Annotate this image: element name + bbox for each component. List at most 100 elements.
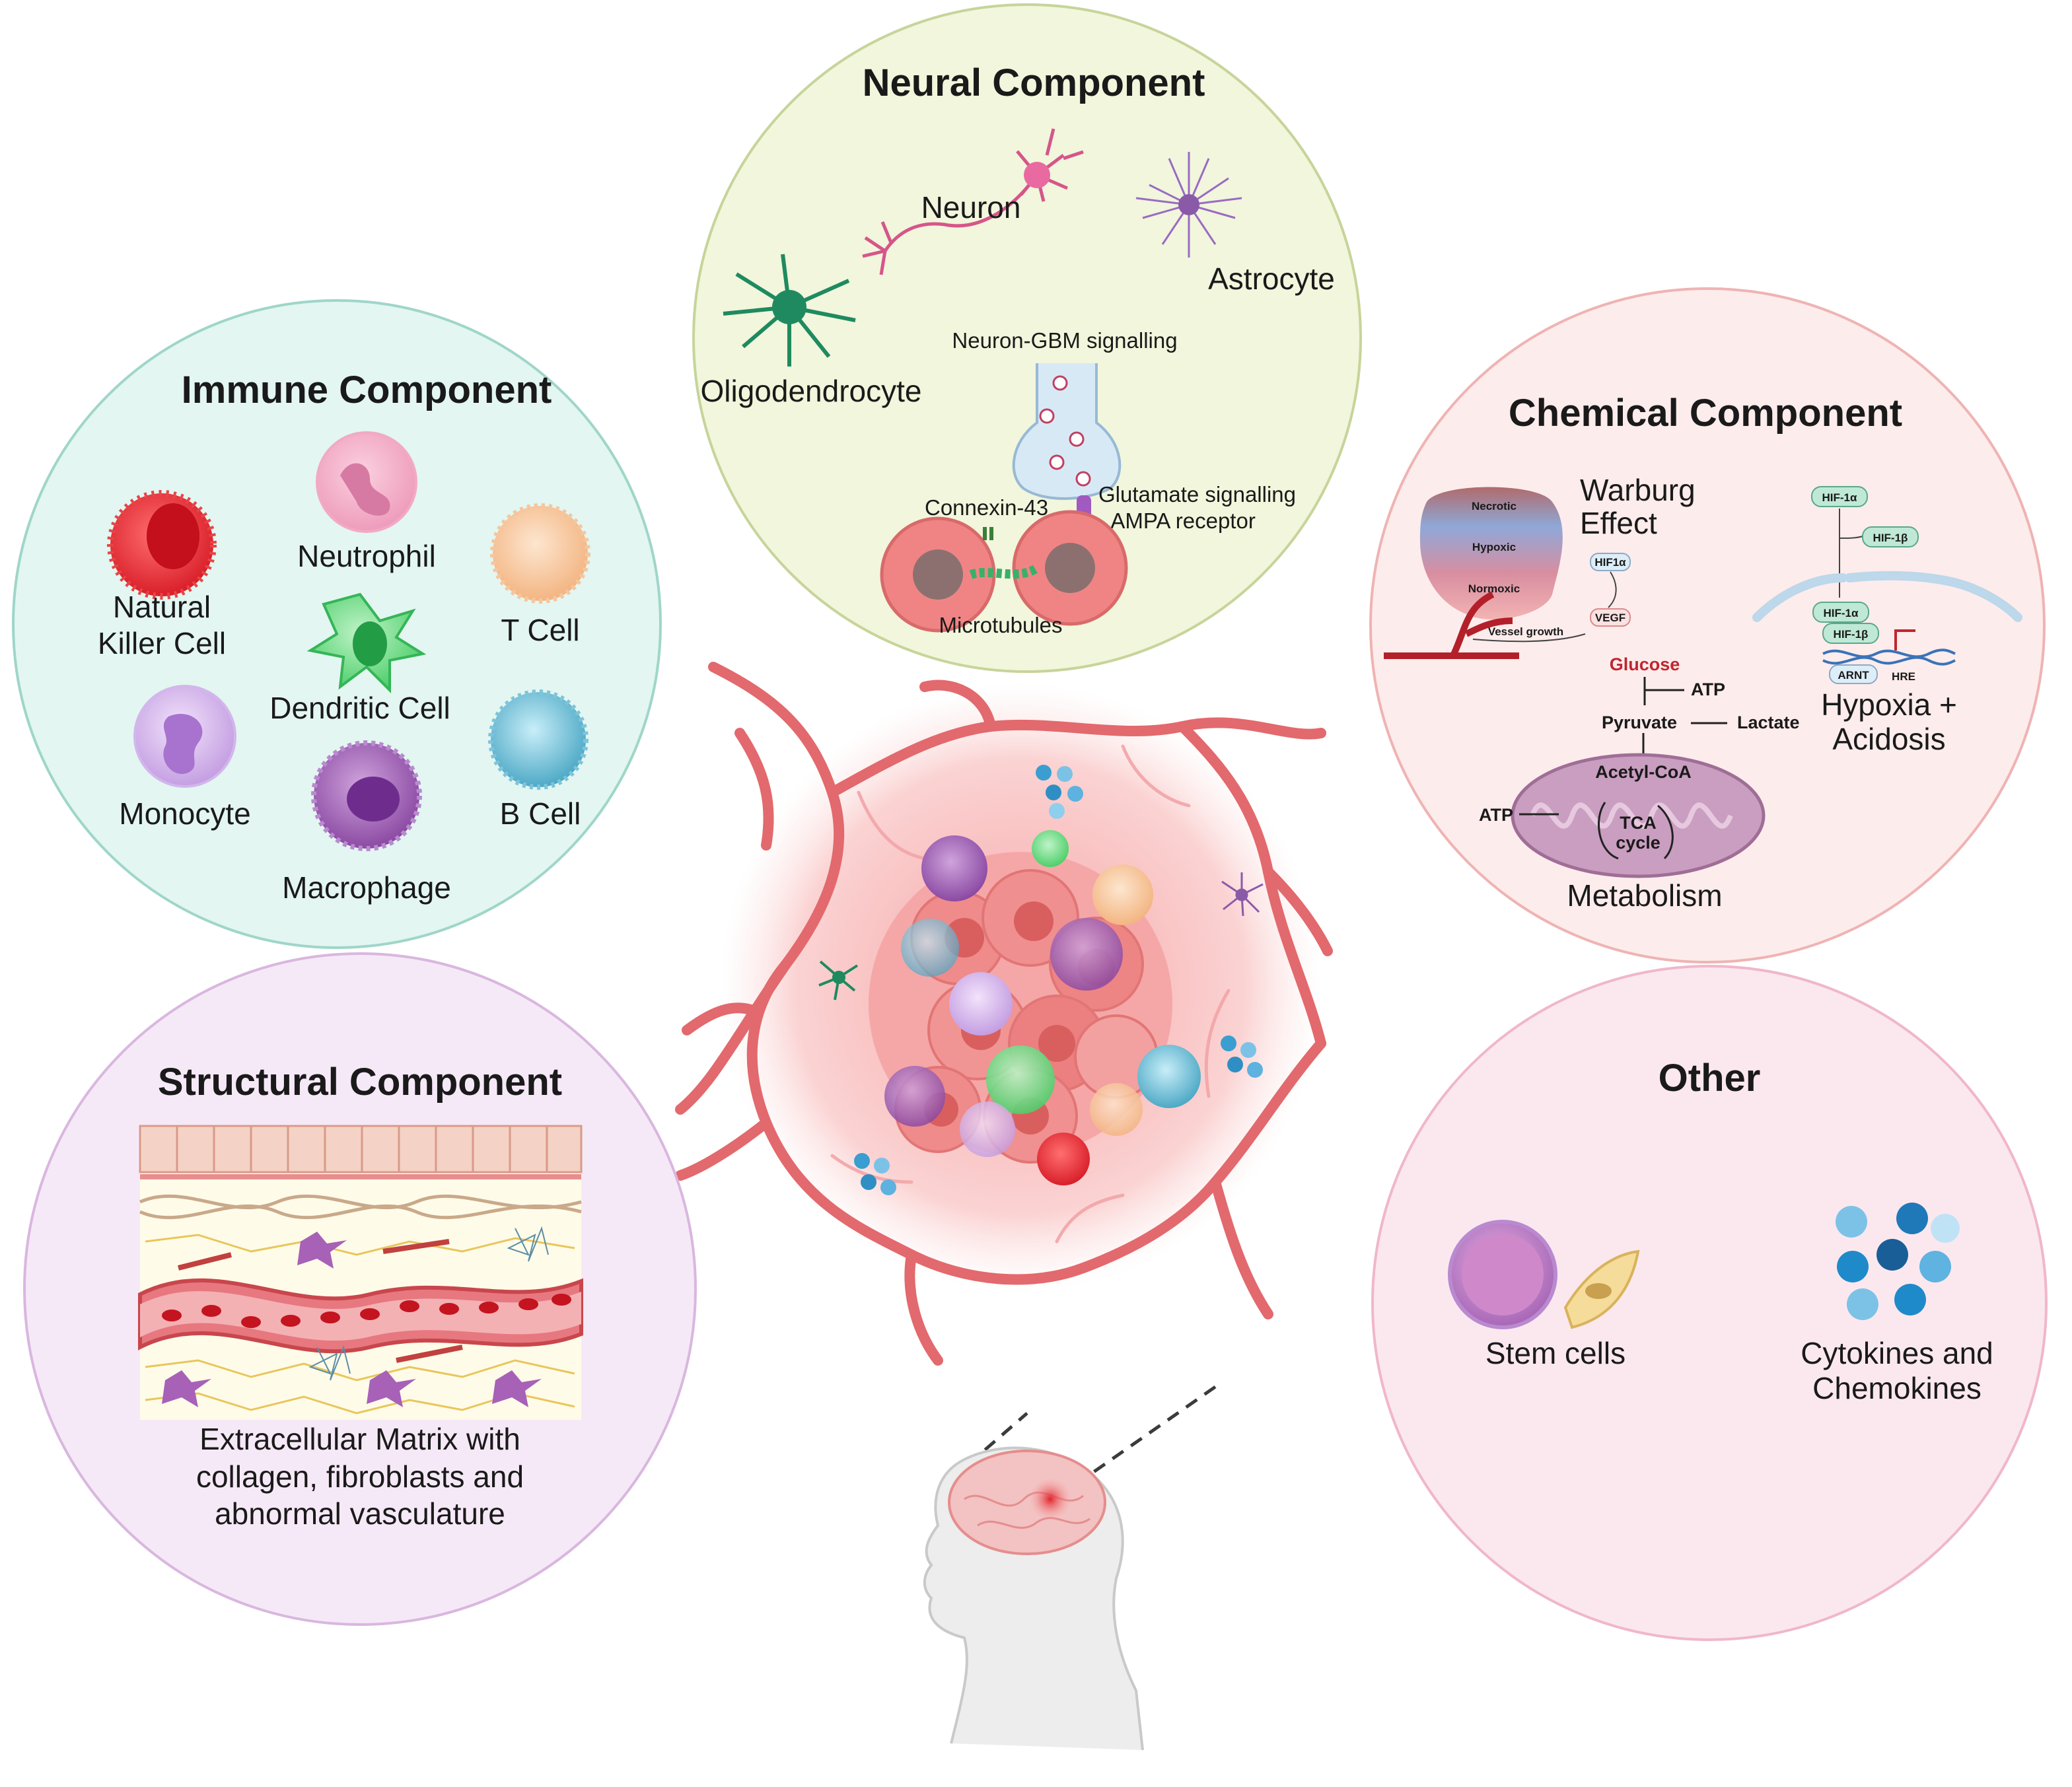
astrocyte-label: Astrocyte [1208,262,1335,296]
hif1a-label: HIF-1α [1822,491,1858,504]
glutamate-label: Glutamate signalling [1098,482,1296,507]
tumor-cytokines [854,765,1263,1195]
hif1b-nuclear-label: HIF-1β [1834,628,1869,641]
hypoxic-label: Hypoxic [1472,541,1516,553]
hif1a-nuclear-label: HIF-1α [1824,607,1859,619]
oligodendrocyte-icon [723,254,856,367]
monocyte-icon [133,685,236,788]
hif-arrow [1608,571,1617,608]
chemical-title: Chemical Component [1509,392,1902,435]
atp-label-1: ATP [1691,680,1725,699]
tumor-microenvironment [675,662,1333,1366]
necrotic-label: Necrotic [1472,500,1517,512]
pyruvate-label: Pyruvate [1602,713,1677,732]
immune-title: Immune Component [182,368,552,411]
ecm-caption-line2: collagen, fibroblasts and [196,1459,524,1494]
nk-label-line1: Natural [113,590,211,624]
transcription-arrow-icon [1894,629,1915,650]
vegf-label: VEGF [1595,612,1625,624]
neutrophil-icon [316,431,417,533]
nk-label-line2: Killer Cell [98,626,226,660]
ecm-caption-line3: abnormal vasculature [215,1496,505,1531]
arnt-label: ARNT [1838,669,1869,682]
signalling-label: Neuron-GBM signalling [952,328,1177,353]
ecm-illustration [138,1125,583,1420]
gbm-cells [880,510,1128,633]
brain [948,1450,1106,1555]
cytokines-label-line2: Chemokines [1812,1371,1982,1405]
t-cell-icon [490,503,590,604]
cytokines-icon [1836,1203,1960,1320]
other-title: Other [1659,1057,1761,1100]
connexin-label: Connexin-43 [925,495,1048,520]
stem-cells-label: Stem cells [1485,1336,1625,1370]
immune-component-panel: Immune Component Natural Killer Cell Neu… [12,299,662,949]
tumor-cell-cluster [869,830,1201,1185]
hif1a-pill [1811,486,1868,507]
tca-cycle-arrows [1597,802,1674,860]
tumor-astrocyte [1221,872,1264,917]
dendritic-cell-icon [306,592,427,693]
metabolism-label: Metabolism [1567,878,1722,913]
tca-label-line1: TCA [1620,813,1657,833]
monocyte-label: Monocyte [119,796,250,831]
hif1a-small-label: HIF1α [1594,556,1626,569]
hif1a-small-pill [1590,553,1631,571]
lactate-label: Lactate [1737,713,1800,732]
dna-icon [1822,648,1956,666]
synapse-terminal [1012,363,1122,500]
hif1b-nuclear-pill [1822,623,1879,644]
other-component-panel: Other Stem cells Cytokines and Chemokine… [1371,965,2048,1641]
glucose-label: Glucose [1610,654,1680,674]
b-cell-label: B Cell [500,796,581,831]
tca-label-line2: cycle [1616,833,1661,853]
natural-killer-cell-icon [107,490,217,600]
hypoxic-tumor-icon [1384,487,1563,659]
synaptic-vesicles [1039,375,1091,487]
arnt-pill [1829,664,1878,684]
hif1a-nuclear-pill [1812,602,1869,623]
mitochondrion-icon [1511,753,1766,878]
chemical-component-panel: Chemical Component Necrotic Hypoxic Norm… [1369,287,2046,964]
stem-cell-icon [1448,1220,1640,1329]
macrophage-icon [311,740,422,851]
neutrophil-label: Neutrophil [297,539,436,573]
oligodendrocyte-label: Oligodendrocyte [701,374,922,408]
glucose-arrows [1643,677,1684,705]
cytokines-label-line1: Cytokines and [1801,1336,1993,1370]
tumor-oligodendrocyte [818,960,859,1000]
tumor-site-marker [1029,1478,1071,1520]
b-cell-icon [488,689,589,790]
ecm-caption-line1: Extracellular Matrix with [199,1422,520,1456]
neural-title: Neural Component [863,61,1205,104]
vegf-pill [1590,608,1631,627]
neural-circle [692,3,1362,673]
acetyl-coa-label: Acetyl-CoA [1595,762,1692,782]
hre-label: HRE [1892,670,1915,683]
vessel-growth-label: Vessel growth [1488,625,1563,638]
warburg-label-line1: Warburg [1580,473,1696,507]
astrocyte-icon [1135,152,1242,258]
dendritic-cell-label: Dendritic Cell [269,691,450,725]
vessel-growth-arrow [1472,633,1586,643]
neuron-label: Neuron [921,190,1021,225]
hif1b-label: HIF-1β [1873,532,1908,544]
warburg-label-line2: Effect [1580,506,1657,540]
hypoxia-label-line2: Acidosis [1832,722,1945,756]
neuron-icon [862,128,1084,275]
ampa-label: - AMPA receptor [1098,508,1256,533]
tumor-vessels [675,662,1333,1366]
hypoxia-label-line1: Hypoxia + [1821,687,1957,722]
macrophage-label: Macrophage [282,870,451,905]
structural-title: Structural Component [158,1061,562,1104]
neural-component-panel: Neural Component Neuron Astrocyte Oligod… [692,3,1362,673]
microtubules-label: Microtubules [939,613,1062,637]
capillaries [830,744,1231,1244]
structural-component-panel: Structural Component [23,952,697,1626]
t-cell-label: T Cell [501,613,579,647]
nuclear-membrane [1752,571,2022,622]
normoxic-label: Normoxic [1468,582,1520,595]
other-circle [1371,965,2048,1641]
